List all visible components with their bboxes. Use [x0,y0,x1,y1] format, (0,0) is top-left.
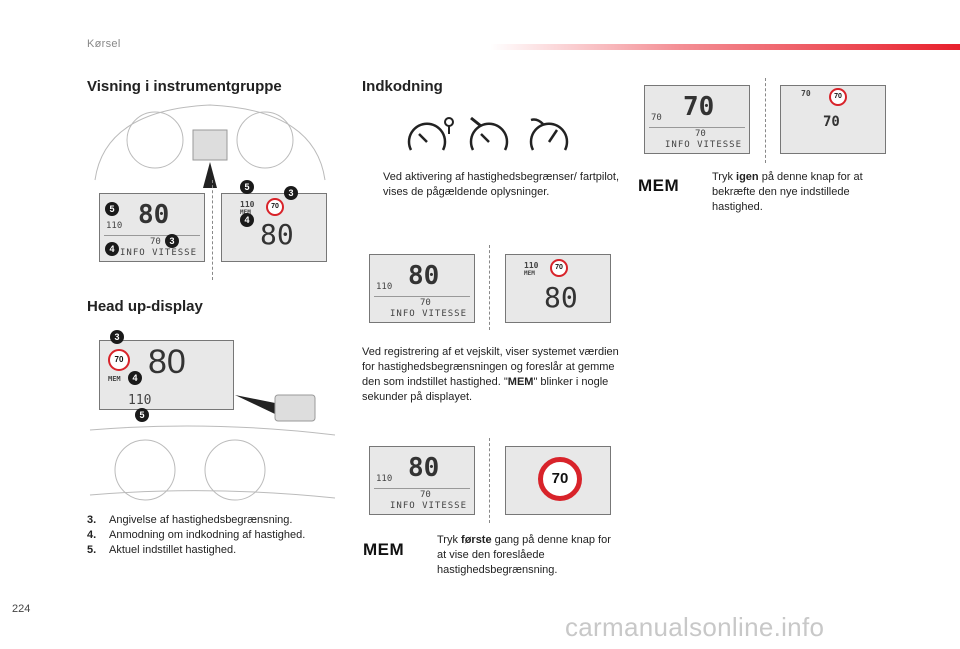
lcd2-info: INFO VITESSE [390,309,468,319]
zoom-sign: 70 [266,198,284,216]
callout-3: 3 [165,234,179,248]
big-speed-sign: 70 [538,457,582,501]
heading-hud: Head up-display [87,298,203,315]
speedometer-icon-1 [407,117,454,151]
lcd4-info: INFO VITESSE [665,140,743,150]
header-accent-bar [490,44,960,50]
zoom-mem: MEM [240,209,251,216]
zoom4-setspeed: 70 [801,89,811,98]
separator-4 [765,78,766,163]
indkodning-zoom-1: 110 MEM 70 80 [505,254,611,323]
legend-text-3: Angivelse af hastighedsbegrænsning. [109,514,293,526]
zoom2-mem: MEM [524,270,535,277]
indkodning-lcd-1: 80 110 70 INFO VITESSE [369,254,475,323]
callout-3b: 3 [284,186,298,200]
lcd-speed: 80 [138,200,170,230]
zoom-setspeed: 110 [240,200,255,209]
heading-indkodning: Indkodning [362,78,443,95]
watermark: carmanualsonline.info [565,612,825,642]
confirm-zoom: 70 70 70 [780,85,886,154]
legend-num-3: 3. [87,514,97,526]
callout-3c: 3 [110,330,124,344]
mem-button-label-1[interactable]: MEM [363,540,405,559]
lcd3-limit: 70 [420,490,431,500]
legend-num-4: 4. [87,529,97,541]
zoom4-sign: 70 [829,88,847,106]
lcd2-set: 110 [376,282,393,292]
para-activation: Ved aktivering af hastighedsbegrænser/ f… [383,171,620,198]
hud-set: 110 [128,393,152,408]
lcd-info: INFO VITESSE [120,248,198,258]
callout-4c: 4 [128,371,142,385]
lcd-limit: 70 [150,237,161,247]
indkodning-lcd-2: 80 110 70 INFO VITESSE [369,446,475,515]
indkodning-zoom-2: 70 [505,446,611,515]
separator-2 [489,245,490,330]
callout-4: 4 [105,242,119,256]
hud-speed: 80 [148,343,186,381]
lcd2-speed: 80 [408,261,440,291]
lcd4-speed: 70 [683,92,715,122]
lcd4-set: 70 [651,113,662,123]
lcd3-set: 110 [376,474,393,484]
legend-num-5: 5. [87,544,97,556]
callout-4b: 4 [240,213,254,227]
lcd3-speed: 80 [408,453,440,483]
mem-button-label-2[interactable]: MEM [638,176,680,195]
hud-display: 70 80 MEM 110 [99,340,234,410]
speed-limiter-icons [407,116,569,151]
zoom2-setspeed: 110 [524,261,539,270]
callout-5c: 5 [135,408,149,422]
cluster-zoom: 110 MEM 70 80 [221,193,327,262]
zoom4-speed: 70 [823,114,840,130]
separator-3 [489,438,490,523]
lcd4-limit: 70 [695,129,706,139]
confirm-lcd: 70 70 70 INFO VITESSE [644,85,750,154]
dashboard-sketch [94,104,326,188]
lcd-set: 110 [106,221,123,231]
heading-cluster: Visning i instrumentgruppe [87,78,282,95]
legend: 3. Angivelse af hastighedsbegrænsning. 4.… [87,513,305,558]
speedometer-icon-3 [529,118,569,151]
callout-5b: 5 [240,180,254,194]
lcd2-limit: 70 [420,298,431,308]
legend-text-4: Anmodning om indkodning af hastighed. [109,529,306,541]
legend-text-5: Aktuel indstillet hastighed. [109,544,237,556]
para-registration: Ved registrering af et vejskilt, viser s… [362,346,619,403]
para-press-first: Tryk første gang på denne knap for at vi… [437,534,611,576]
page-number: 224 [12,603,31,615]
hud-mem: MEM [108,375,121,383]
section-title: Kørsel [87,38,121,50]
zoom2-speed: 80 [544,281,578,314]
callout-5: 5 [105,202,119,216]
zoom2-sign: 70 [550,259,568,277]
speedometer-icon-2 [469,116,509,151]
para-press-again: Tryk igen på denne knap for at bekræfte … [712,171,863,213]
zoom-speed: 80 [260,218,294,251]
lcd3-info: INFO VITESSE [390,501,468,511]
hud-sign: 70 [108,349,130,371]
hud-dashboard-sketch [89,394,336,501]
separator [212,180,213,280]
